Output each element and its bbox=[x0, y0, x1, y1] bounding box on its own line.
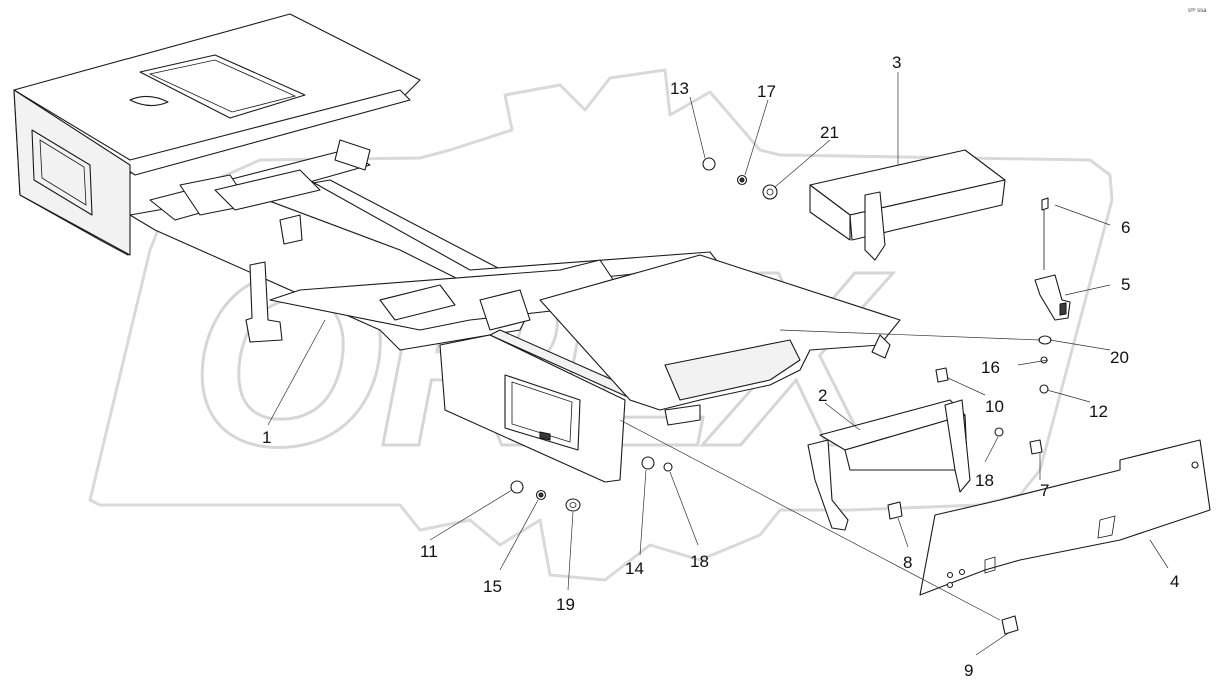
part-5-small-bracket bbox=[1034, 274, 1071, 321]
callout-14: 14 bbox=[625, 559, 644, 578]
callout-3: 3 bbox=[892, 53, 901, 72]
tray-plate bbox=[539, 254, 901, 426]
bolt-10 bbox=[935, 367, 949, 383]
washer-18b bbox=[994, 427, 1004, 437]
callout-9: 9 bbox=[964, 661, 973, 680]
callout-16: 16 bbox=[981, 358, 1000, 377]
fasteners bbox=[510, 157, 1052, 635]
callout-13: 13 bbox=[670, 79, 689, 98]
callout-8: 8 bbox=[903, 553, 912, 572]
callout-21: 21 bbox=[820, 123, 839, 142]
callout-18b: 18 bbox=[975, 471, 994, 490]
watermark-gear-outline bbox=[88, 68, 1114, 582]
callout-7: 7 bbox=[1040, 481, 1049, 500]
bolt-6 bbox=[1041, 197, 1049, 270]
corner-mark: sᵉᵖ ssa bbox=[1188, 8, 1207, 14]
callout-4: 4 bbox=[1170, 572, 1179, 591]
washer-19 bbox=[565, 498, 581, 512]
bolt-8 bbox=[887, 501, 903, 520]
callout-11: 11 bbox=[420, 542, 438, 561]
rear-housing bbox=[439, 329, 641, 483]
callout-10: 10 bbox=[985, 397, 1004, 416]
bolt-7 bbox=[1029, 439, 1043, 455]
part-4-plate bbox=[919, 439, 1211, 596]
washer-20 bbox=[1038, 335, 1052, 345]
callout-12: 12 bbox=[1089, 402, 1108, 421]
part-3-cover bbox=[809, 149, 1006, 261]
callout-19: 19 bbox=[556, 595, 575, 614]
nut-13 bbox=[702, 157, 716, 171]
callout-18a: 18 bbox=[690, 552, 709, 571]
frame-hanger bbox=[245, 261, 283, 343]
callout-1: 1 bbox=[262, 428, 271, 447]
nut-14 bbox=[641, 456, 655, 470]
leader-lines bbox=[267, 72, 1169, 656]
callout-20: 20 bbox=[1110, 348, 1129, 367]
part-1-main-frame bbox=[13, 13, 721, 351]
washer-17 bbox=[736, 174, 748, 186]
bolt-9 bbox=[1001, 615, 1019, 635]
callout-6: 6 bbox=[1121, 218, 1130, 237]
nut-12 bbox=[1039, 384, 1049, 394]
washer-18a bbox=[663, 462, 673, 472]
callout-5: 5 bbox=[1121, 275, 1130, 294]
callout-labels: 1 2 3 4 5 6 7 8 9 10 11 12 13 14 15 16 1… bbox=[262, 53, 1179, 680]
nut-11 bbox=[510, 480, 524, 494]
callout-2: 2 bbox=[818, 386, 827, 405]
callout-15: 15 bbox=[483, 577, 502, 596]
callout-17: 17 bbox=[757, 82, 776, 101]
part-2-bracket bbox=[807, 399, 971, 531]
washer-21 bbox=[762, 184, 778, 200]
washer-15 bbox=[535, 489, 547, 501]
